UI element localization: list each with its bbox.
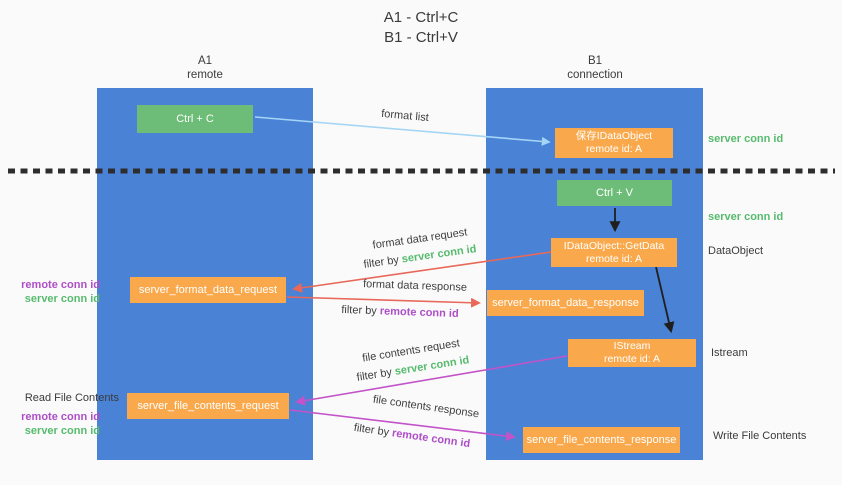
lane-b1-title: B1 — [587, 55, 603, 67]
title-line-1: A1 - Ctrl+C — [383, 9, 459, 26]
arrow-label-file-contents-response: file contents response — [372, 393, 480, 421]
node-idataobject-getdata-line1: IDataObject::GetData — [563, 239, 665, 252]
node-ctrl-c-label: Ctrl + C — [176, 112, 214, 125]
left-label-server-conn-id-2: server conn id — [24, 425, 100, 437]
left-label-remote-conn-id-1: remote conn id — [21, 279, 100, 291]
side-label-server-conn-id-1: server conn id — [708, 133, 784, 145]
arrow-label-filter-remote-conn-1: filter by remote conn id — [341, 304, 459, 320]
node-save-idataobject: 保存IDataObject remote id: A — [555, 128, 673, 158]
side-label-server-conn-id-2: server conn id — [708, 211, 784, 223]
lane-a1-title: A1 — [197, 55, 213, 67]
filter-by-text: filter by — [341, 303, 378, 318]
lane-b1-subtitle: connection — [567, 69, 623, 81]
node-server-file-contents-response: server_file_contents_response — [523, 427, 680, 453]
node-ctrl-v: Ctrl + V — [557, 180, 672, 206]
lane-a1-subtitle: remote — [187, 69, 223, 81]
filter-by-text: filter by — [362, 254, 400, 271]
node-istream-line2: remote id: A — [603, 353, 661, 365]
lane-header-b1: B1 connection — [535, 54, 655, 82]
side-label-write-file-contents: Write File Contents — [713, 430, 807, 442]
filter-by-text: filter by — [353, 421, 390, 439]
left-label-server-conn-id-1: server conn id — [24, 293, 100, 305]
node-server-file-contents-request-label: server_file_contents_request — [137, 399, 279, 412]
node-istream: IStream remote id: A — [568, 339, 696, 367]
left-label-remote-conn-id-2: remote conn id — [21, 411, 100, 423]
node-server-file-contents-request: server_file_contents_request — [127, 393, 289, 419]
node-server-format-data-response: server_format_data_response — [487, 290, 644, 316]
lane-header-a1: A1 remote — [145, 54, 265, 82]
filter-by-text: filter by — [355, 366, 393, 384]
remote-conn-id-text: remote conn id — [379, 305, 459, 321]
node-ctrl-v-label: Ctrl + V — [596, 186, 633, 199]
node-server-format-data-request: server_format_data_request — [130, 277, 286, 303]
node-save-idataobject-line2: remote id: A — [585, 143, 643, 155]
node-ctrl-c: Ctrl + C — [137, 105, 253, 133]
left-label-conn-ids-2: remote conn id server conn id — [0, 410, 100, 438]
side-label-dataobject: DataObject — [708, 245, 764, 257]
arrow-label-format-list: format list — [380, 107, 430, 125]
arrow-label-filter-remote-conn-2: filter by remote conn id — [353, 422, 471, 450]
side-label-istream: Istream — [711, 347, 748, 359]
server-conn-id-text: server conn id — [401, 243, 478, 266]
format-data-response-arrow — [286, 296, 481, 308]
node-istream-line1: IStream — [613, 340, 651, 352]
left-label-conn-ids-1: remote conn id server conn id — [0, 278, 100, 306]
title-line-2: B1 - Ctrl+V — [384, 29, 458, 46]
remote-conn-id-text: remote conn id — [391, 427, 471, 451]
node-server-format-data-request-label: server_format_data_request — [138, 283, 278, 296]
node-idataobject-getdata-line2: remote id: A — [585, 252, 643, 265]
node-server-file-contents-response-label: server_file_contents_response — [526, 433, 677, 446]
node-save-idataobject-line1: 保存IDataObject — [575, 130, 653, 142]
node-idataobject-getdata: IDataObject::GetData remote id: A — [551, 238, 677, 267]
arrow-label-format-data-response: format data response — [362, 278, 468, 294]
diagram-title: A1 - Ctrl+C B1 - Ctrl+V — [321, 8, 521, 48]
left-label-read-file-contents: Read File Contents — [24, 392, 119, 404]
node-server-format-data-response-label: server_format_data_response — [492, 296, 639, 309]
